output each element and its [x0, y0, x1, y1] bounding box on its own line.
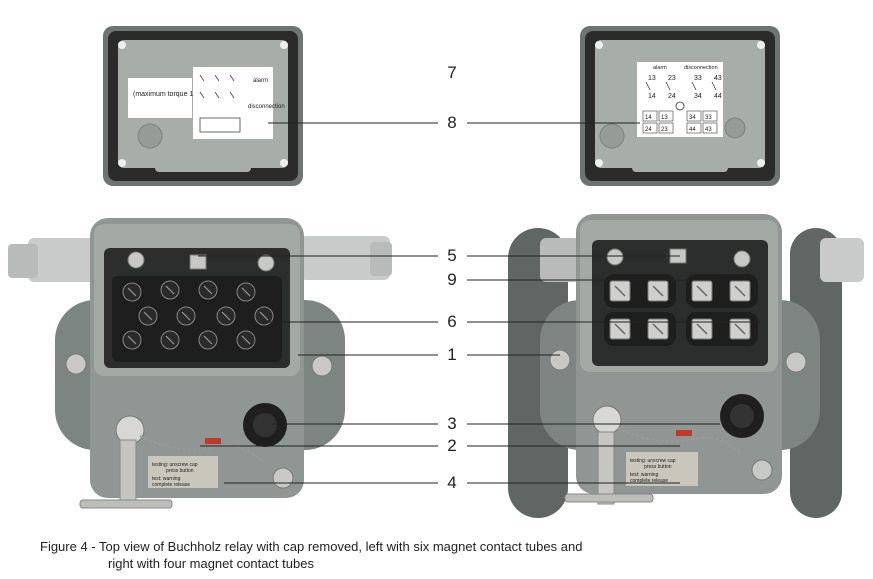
right-contact-bottom-24: 24	[668, 93, 676, 100]
callout-4: 4	[447, 473, 457, 492]
right-plate-line-2: press button	[644, 464, 672, 470]
torque-note: (maximum torque 1.5 Nm)	[133, 91, 214, 98]
callout-8: 8	[447, 113, 457, 132]
right-disconnection-label: disconnection	[684, 65, 718, 71]
left-alarm-label: alarm	[253, 78, 268, 84]
leader-lines	[198, 122, 760, 484]
terminal-34: 34	[689, 115, 696, 121]
left-plate-line-4: complete release	[152, 482, 190, 488]
terminal-43: 43	[705, 127, 712, 133]
figure-caption: Figure 4 - Top view of Buchholz relay wi…	[40, 538, 860, 572]
right-contact-top-33: 33	[694, 75, 702, 82]
left-relay-body: testing: unscrew cap press button test: …	[8, 218, 392, 509]
left-cover-cap: (maximum torque 1.5 Nm) alarm disconnect…	[103, 26, 303, 186]
right-relay-body: testing: unscrew cap press button test: …	[508, 214, 864, 518]
caption-line-2: right with four magnet contact tubes	[108, 556, 314, 571]
left-info-plate	[148, 456, 218, 488]
terminal-13: 13	[661, 115, 668, 121]
right-contact-top-43: 43	[714, 75, 722, 82]
right-plate-line-1: testing: unscrew cap	[630, 458, 676, 464]
left-plate-line-2: press button	[166, 468, 194, 474]
right-plate-line-3: test: warning	[630, 472, 659, 478]
right-contact-top-23: 23	[668, 75, 676, 82]
terminal-33: 33	[705, 115, 712, 121]
right-cover-cap: alarm disconnection 13 23 33 43 14 24 34 44 14 1…	[580, 26, 780, 186]
callout-2: 2	[447, 436, 457, 455]
callout-5: 5	[447, 246, 457, 265]
right-contact-bottom-14: 14	[648, 93, 656, 100]
right-contact-top-13: 13	[648, 75, 656, 82]
left-plate-line-3: test: warning	[152, 476, 181, 482]
callout-1: 1	[447, 345, 457, 364]
right-wiring-diagram	[637, 62, 723, 137]
right-alarm-label: alarm	[653, 65, 667, 71]
callout-3: 3	[447, 414, 457, 433]
callout-9: 9	[447, 270, 457, 289]
callout-6: 6	[447, 312, 457, 331]
torque-label	[128, 78, 192, 118]
left-plate-line-1: testing: unscrew cap	[152, 462, 198, 468]
terminal-24: 24	[645, 127, 652, 133]
terminal-44: 44	[689, 127, 696, 133]
right-plate-line-4: complete release	[630, 478, 668, 484]
caption-line-1: Figure 4 - Top view of Buchholz relay wi…	[40, 539, 583, 554]
right-contact-bottom-34: 34	[694, 93, 702, 100]
right-info-plate	[626, 452, 698, 486]
right-contact-bottom-44: 44	[714, 93, 722, 100]
callout-7: 7	[447, 63, 457, 82]
terminal-23: 23	[661, 127, 668, 133]
figure-photo: (maximum torque 1.5 Nm) alarm disconnect…	[8, 26, 864, 518]
terminal-14: 14	[645, 115, 652, 121]
left-disconnection-label: disconnection	[248, 104, 285, 110]
